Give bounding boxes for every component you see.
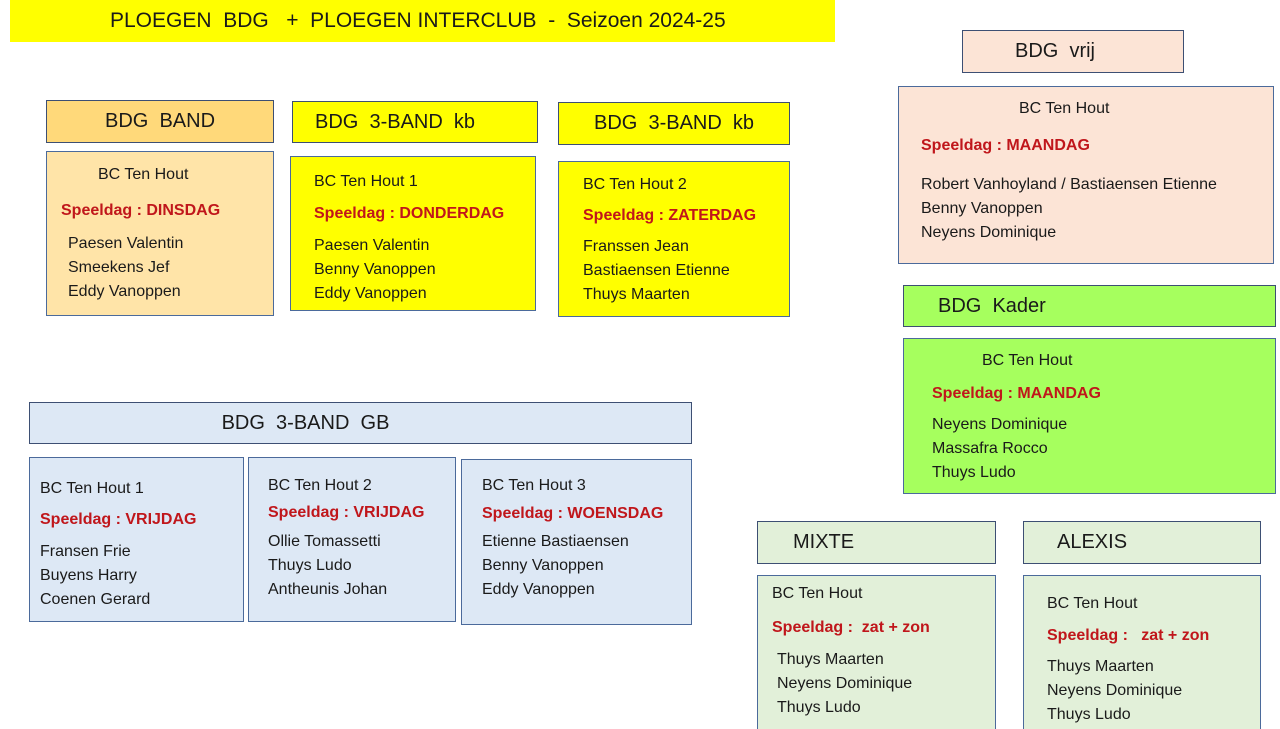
club-name: BC Ten Hout 1 [314,173,418,190]
play-day: Speeldag : VRIJDAG [268,504,425,521]
player-name: Massafra Rocco [932,440,1048,457]
player-name: Thuys Maarten [583,286,690,303]
player-name: Neyens Dominique [777,675,913,692]
play-day: Speeldag : WOENSDAG [482,505,664,522]
mixte-card: BC Ten Hout Speeldag : zat + zon Thuys M… [757,575,996,729]
club-name: BC Ten Hout 3 [482,477,586,494]
player-name: Benny Vanoppen [314,261,436,278]
player-list: Neyens Dominique Massafra Rocco Thuys Lu… [932,413,1067,485]
player-list: Paesen Valentin Benny Vanoppen Eddy Vano… [314,234,436,306]
player-list: Robert Vanhoyland / Bastiaensen Etienne … [921,173,1217,245]
bdg-3band-kb-2-header-label: BDG 3-BAND kb [594,112,755,134]
bdg-3band-kb-1-header: BDG 3-BAND kb [292,101,538,143]
player-name: Smeekens Jef [68,259,170,276]
player-list: Thuys Maarten Neyens Dominique Thuys Lud… [1047,655,1182,727]
player-name: Eddy Vanoppen [482,581,595,598]
play-day: Speeldag : ZATERDAG [583,207,757,224]
bdg-vrij-header-label: BDG vrij [1015,40,1095,62]
player-name: Eddy Vanoppen [68,283,181,300]
play-day: Speeldag : MAANDAG [921,137,1090,154]
alexis-header: ALEXIS [1023,521,1261,564]
bdg-3band-kb-1-header-label: BDG 3-BAND kb [315,110,476,133]
player-name: Buyens Harry [40,567,137,584]
player-name: Thuys Ludo [932,464,1016,481]
player-name: Franssen Jean [583,238,689,255]
player-name: Paesen Valentin [314,237,430,254]
bdg-kader-card: BC Ten Hout Speeldag : MAANDAG Neyens Do… [903,338,1276,494]
bdg-3band-kb-2-card: BC Ten Hout 2 Speeldag : ZATERDAG Franss… [558,161,790,317]
mixte-header: MIXTE [757,521,996,564]
club-name: BC Ten Hout [1047,595,1138,612]
alexis-card: BC Ten Hout Speeldag : zat + zon Thuys M… [1023,575,1261,729]
play-day: Speeldag : DONDERDAG [314,205,505,222]
player-name: Neyens Dominique [1047,682,1183,699]
play-day: Speeldag : VRIJDAG [40,511,197,528]
player-list: Franssen Jean Bastiaensen Etienne Thuys … [583,235,730,307]
bdg-band-card: BC Ten Hout Speeldag : DINSDAG Paesen Va… [46,151,274,316]
club-name: BC Ten Hout 2 [268,477,372,494]
bdg-band-header: BDG BAND [46,100,274,143]
player-list: Paesen Valentin Smeekens Jef Eddy Vanopp… [68,232,183,304]
club-name: BC Ten Hout [772,585,863,602]
player-name: Benny Vanoppen [921,200,1043,217]
bdg-band-header-label: BDG BAND [105,110,216,132]
player-name: Etienne Bastiaensen [482,533,629,550]
player-name: Paesen Valentin [68,235,184,252]
player-name: Neyens Dominique [932,416,1068,433]
player-name: Thuys Maarten [777,651,884,668]
bdg-kader-header: BDG Kader [903,285,1276,327]
player-name: Thuys Ludo [777,699,861,716]
player-name: Thuys Ludo [268,557,352,574]
bdg-3band-gb-team-1-card: BC Ten Hout 1 Speeldag : VRIJDAG Fransen… [29,457,244,622]
title-banner: PLOEGEN BDG + PLOEGEN INTERCLUB - Seizoe… [10,0,835,42]
play-day: Speeldag : DINSDAG [61,202,221,219]
player-name: Ollie Tomassetti [268,533,381,550]
club-name: BC Ten Hout [982,352,1073,369]
bdg-vrij-header: BDG vrij [962,30,1184,73]
alexis-header-label: ALEXIS [1057,531,1128,553]
player-list: Fransen Frie Buyens Harry Coenen Gerard [40,540,150,612]
player-name: Eddy Vanoppen [314,285,427,302]
play-day: Speeldag : zat + zon [1047,627,1210,644]
bdg-3band-gb-team-2-card: BC Ten Hout 2 Speeldag : VRIJDAG Ollie T… [248,457,456,622]
play-day: Speeldag : zat + zon [772,619,930,636]
player-list: Ollie Tomassetti Thuys Ludo Antheunis Jo… [268,530,387,602]
player-name: Coenen Gerard [40,591,151,608]
play-day: Speeldag : MAANDAG [932,385,1101,402]
mixte-header-label: MIXTE [793,531,855,553]
club-name: BC Ten Hout 1 [40,480,144,497]
club-name: BC Ten Hout [98,166,189,183]
player-name: Fransen Frie [40,543,131,560]
player-name: Bastiaensen Etienne [583,262,730,279]
player-list: Thuys Maarten Neyens Dominique Thuys Lud… [777,648,912,720]
player-list: Etienne Bastiaensen Benny Vanoppen Eddy … [482,530,629,602]
bdg-vrij-card: BC Ten Hout Speeldag : MAANDAG Robert Va… [898,86,1274,264]
page-title: PLOEGEN BDG + PLOEGEN INTERCLUB - Seizoe… [110,9,726,32]
bdg-3band-kb-2-header: BDG 3-BAND kb [558,102,790,145]
club-name: BC Ten Hout 2 [583,176,687,193]
player-name: Neyens Dominique [921,224,1057,241]
player-name: Antheunis Johan [268,581,388,598]
player-name: Benny Vanoppen [482,557,604,574]
club-name: BC Ten Hout [1019,100,1110,117]
player-name: Thuys Ludo [1047,706,1131,723]
bdg-3band-gb-team-3-card: BC Ten Hout 3 Speeldag : WOENSDAG Etienn… [461,459,692,625]
bdg-3band-kb-1-card: BC Ten Hout 1 Speeldag : DONDERDAG Paese… [290,156,536,311]
bdg-3band-gb-header: BDG 3-BAND GB [29,402,692,444]
player-name: Robert Vanhoyland / Bastiaensen Etienne [921,176,1217,193]
bdg-3band-gb-header-label: BDG 3-BAND GB [221,411,390,434]
player-name: Thuys Maarten [1047,658,1154,675]
bdg-kader-header-label: BDG Kader [938,294,1046,317]
